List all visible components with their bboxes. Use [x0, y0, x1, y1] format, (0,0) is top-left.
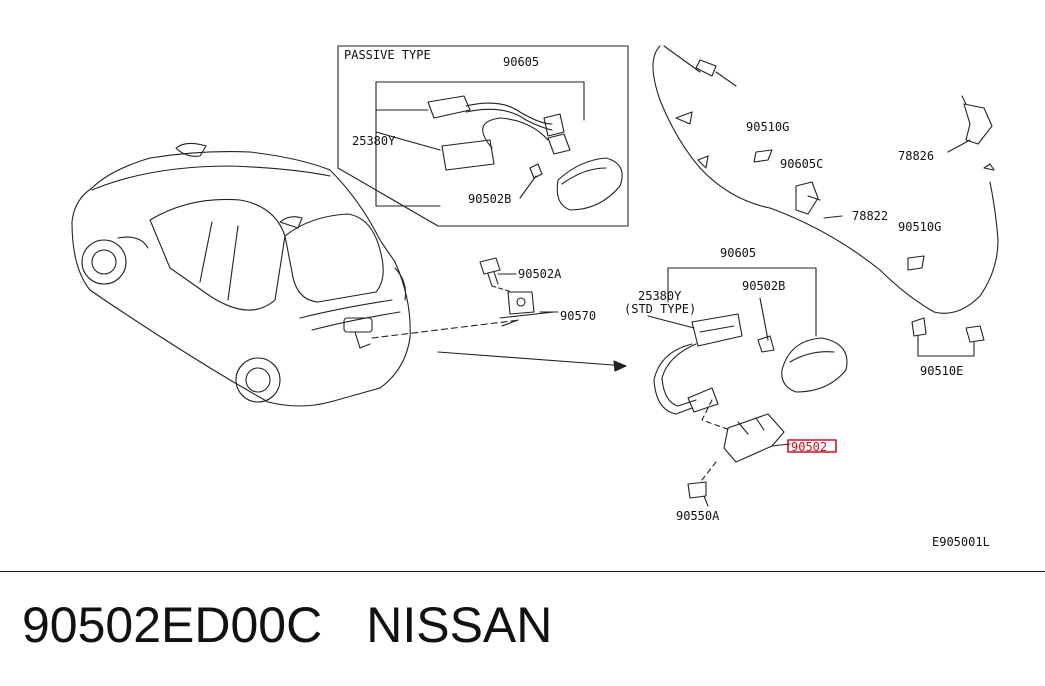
label-90570: 90570 — [560, 309, 596, 323]
passive-harness-and-lamps — [375, 81, 623, 211]
label-90605-passive: 90605 — [503, 55, 539, 69]
part-caption: 90502ED00C NISSAN — [22, 596, 552, 666]
label-25380y-main: 25380Y — [638, 289, 682, 303]
label-90605-main: 90605 — [720, 246, 756, 260]
label-78826: 78826 — [898, 149, 934, 163]
label-90502b-passive: 90502B — [468, 192, 511, 206]
label-90510g-mid: 90510G — [898, 220, 941, 234]
label-90550a: 90550A — [676, 509, 720, 523]
brand-name: NISSAN — [366, 597, 553, 653]
leader-car-to-90570 — [371, 319, 521, 339]
passive-type-title: PASSIVE TYPE — [344, 48, 431, 62]
bolt-90502a — [479, 257, 517, 287]
opener-cable-assembly — [652, 45, 999, 357]
label-90605c: 90605C — [780, 157, 823, 171]
bracket-90570 — [499, 291, 559, 327]
label-25380y-passive: 25380Y — [352, 134, 396, 148]
passive-type-inset-box — [337, 45, 629, 227]
car-illustration — [71, 142, 411, 407]
label-90502a: 90502A — [518, 267, 562, 281]
label-90510e: 90510E — [920, 364, 963, 378]
label-std-type: (STD TYPE) — [624, 302, 696, 316]
label-78822: 78822 — [852, 209, 888, 223]
label-90502b-main: 90502B — [742, 279, 785, 293]
main-harness-assembly — [647, 267, 848, 507]
diagram-ref-code: E905001L — [932, 535, 990, 549]
highlight-box-90502 — [787, 439, 837, 453]
arrow-car-to-assembly — [437, 351, 627, 367]
footer-divider — [0, 571, 1045, 572]
label-90510g-top: 90510G — [746, 120, 789, 134]
part-number: 90502ED00C — [22, 597, 323, 653]
label-90502-highlighted: 90502 — [791, 440, 827, 454]
parts-diagram: PASSIVE TYPE 90605 25380Y 90502B 90502A … — [71, 45, 999, 549]
